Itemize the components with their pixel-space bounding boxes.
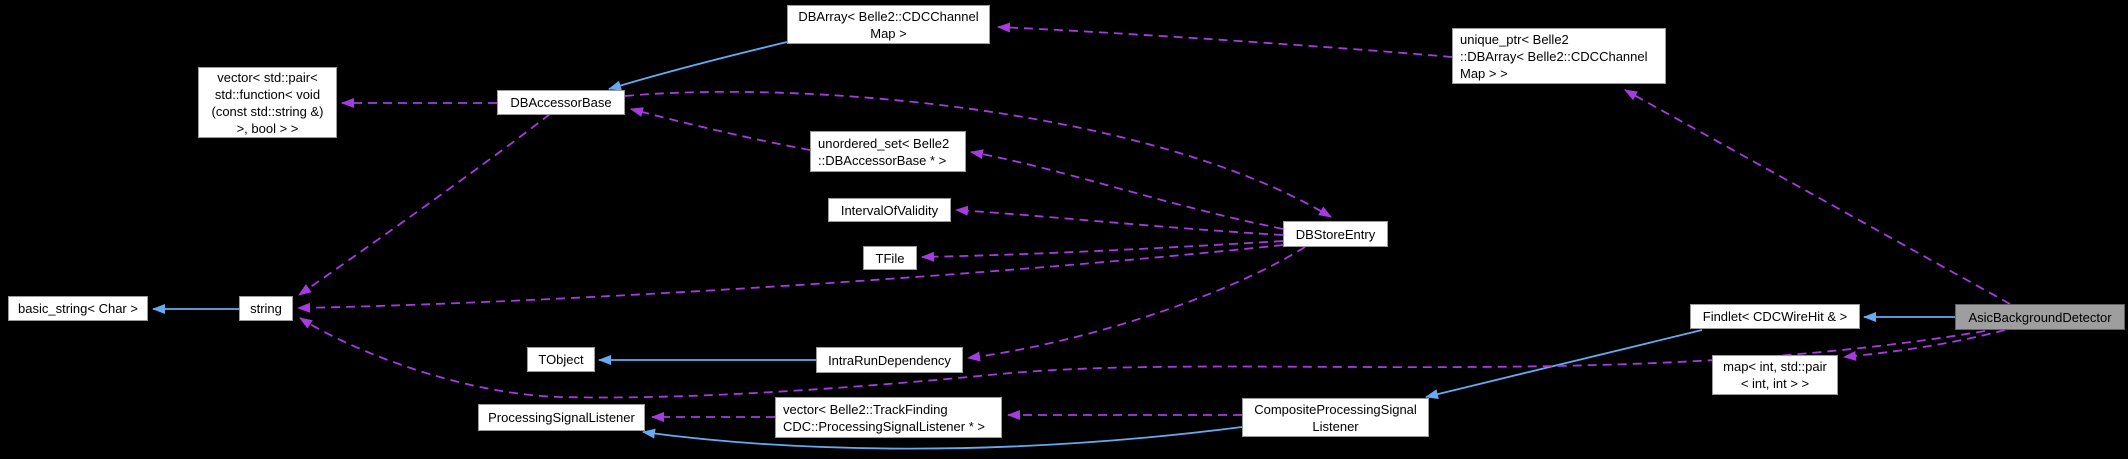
edge-asicbackgrounddetector-to-map: [1843, 329, 2006, 361]
node-string[interactable]: string: [239, 296, 293, 321]
edge-dbstoreentry-to-unorderedset: [970, 149, 1284, 230]
edge-compositeprocessingsignallistener-to-processingsignallistener: [642, 426, 1243, 450]
edge-asicbackgrounddetector-to-string: [299, 317, 1986, 399]
edge-dbstoreentry-to-tfile: [921, 240, 1284, 262]
node-unorderedset-dbaccessorbase[interactable]: unordered_set< Belle2 ::DBAccessorBase *…: [810, 131, 966, 172]
node-vector-pair-function[interactable]: vector< std::pair< std::function< void (…: [198, 67, 337, 138]
edge-dbaccessorbase-to-string: [298, 113, 551, 296]
node-map-int-pair[interactable]: map< int, std::pair < int, int > >: [1712, 355, 1838, 395]
node-compositeprocessingsignallistener[interactable]: CompositeProcessingSignal Listener: [1242, 398, 1429, 437]
node-uniqueptr-dbarray[interactable]: unique_ptr< Belle2 ::DBArray< Belle2::CD…: [1452, 28, 1666, 84]
node-dbarray[interactable]: DBArray< Belle2::CDCChannel Map >: [787, 5, 990, 44]
node-processingsignallistener[interactable]: ProcessingSignalListener: [478, 404, 645, 431]
edge-dbarray-to-dbaccessorbase: [608, 41, 788, 91]
edge-unorderedset-to-dbaccessorbase: [630, 107, 811, 151]
node-vector-trackfindingcdc-psl[interactable]: vector< Belle2::TrackFinding CDC::Proces…: [775, 397, 1002, 438]
edge-dbstoreentry-to-intervalofvalidity: [955, 205, 1284, 236]
node-tobject[interactable]: TObject: [527, 347, 595, 372]
node-dbaccessorbase[interactable]: DBAccessorBase: [497, 90, 625, 115]
edge-uniqueptr-to-dbarray: [997, 22, 1453, 58]
node-dbstoreentry[interactable]: DBStoreEntry: [1283, 221, 1388, 247]
node-intrarundependency[interactable]: IntraRunDependency: [816, 347, 963, 373]
edge-dbstoreentry-to-intrarundependency: [967, 246, 1306, 362]
node-basicstring-char[interactable]: basic_string< Char >: [8, 296, 148, 321]
edge-findlet-to-compositeprocessingsignallistener: [1425, 329, 1703, 400]
edge-asicbackgrounddetector-to-uniqueptr: [1624, 89, 2011, 305]
node-tfile[interactable]: TFile: [863, 246, 917, 270]
node-asicbackgrounddetector[interactable]: AsicBackgroundDetector: [1955, 304, 2125, 330]
edge-dbaccessorbase-to-dbstoreentry: [624, 90, 1332, 218]
node-intervalofvalidity[interactable]: IntervalOfValidity: [828, 198, 951, 222]
node-findlet-cdcwirehit[interactable]: Findlet< CDCWireHit & >: [1690, 304, 1860, 329]
edge-dbstoreentry-to-string: [297, 244, 1284, 313]
